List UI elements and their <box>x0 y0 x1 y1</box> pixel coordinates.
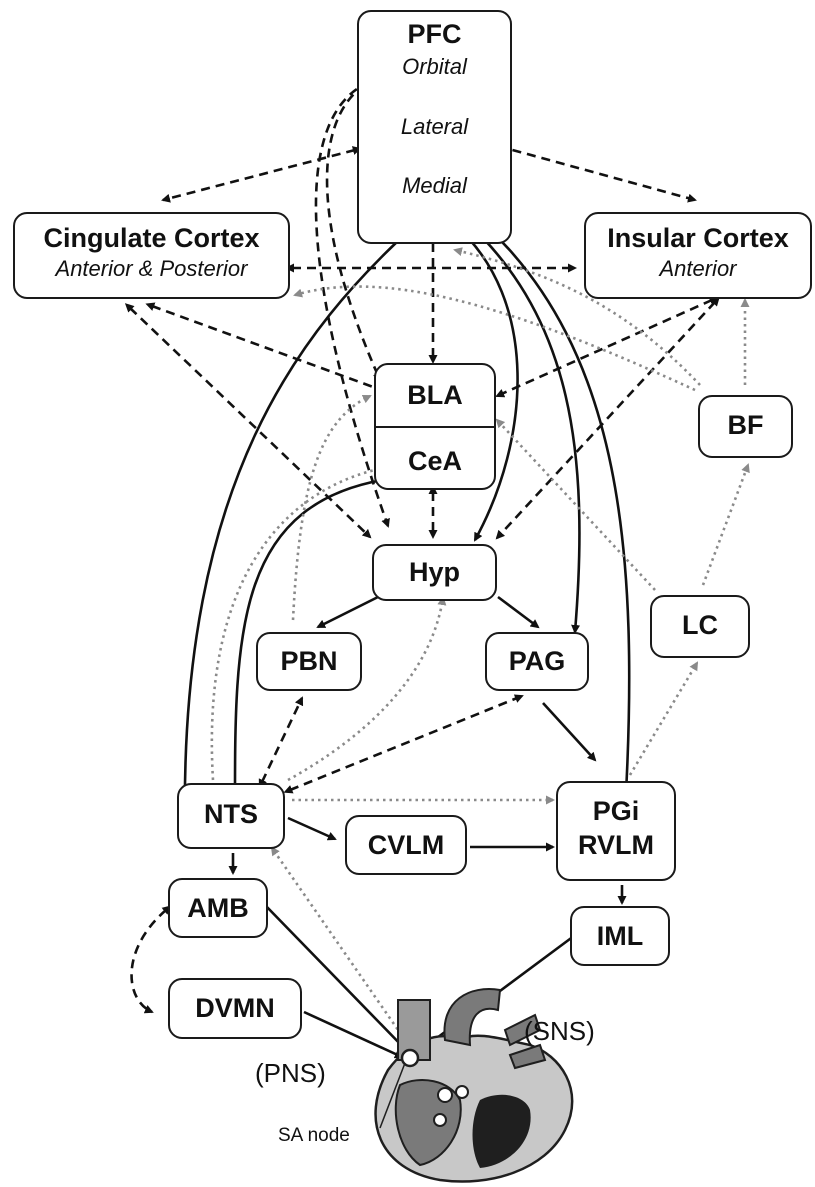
heart-left-ventricle <box>472 1094 531 1168</box>
hyp-box: Hyp <box>372 544 497 601</box>
link-nts-pbn <box>258 696 304 789</box>
link-cingulate-hyp <box>124 303 372 539</box>
insular-box: Insular Cortex Anterior <box>584 212 812 299</box>
iml-label: IML <box>596 921 644 951</box>
dashed-connections <box>124 73 720 1014</box>
link-cingulate-bla <box>145 302 397 397</box>
link-pag-pgi <box>542 702 597 762</box>
link-dvmn-sa <box>303 1010 404 1059</box>
lc-label: LC <box>682 610 718 640</box>
hyp-label: Hyp <box>408 557 460 587</box>
cvlm-label: CVLM <box>367 830 445 860</box>
link-amb-sa <box>264 904 408 1052</box>
iml-box: IML <box>570 906 670 966</box>
cingulate-title: Cingulate Cortex <box>43 223 260 253</box>
heart-valve-2 <box>455 1085 469 1099</box>
link-pfc-nts <box>180 224 416 827</box>
heart-valve-3 <box>433 1113 447 1127</box>
heart-illustration <box>374 988 574 1183</box>
insular-title: Insular Cortex <box>607 223 789 253</box>
amb-box: AMB <box>168 878 268 938</box>
bf-label: BF <box>727 410 764 440</box>
link-nts-hyp <box>287 596 447 782</box>
link-lc-bf <box>701 463 750 586</box>
link-pgi-lc <box>628 661 699 776</box>
link-insular-bla <box>495 296 719 398</box>
pag-box: PAG <box>485 632 589 691</box>
rvlm-label: RVLM <box>577 830 654 861</box>
amygdala-box: BLA CeA <box>374 363 496 490</box>
link-amb-dvmn <box>130 905 172 1014</box>
pbn-label: PBN <box>280 646 338 676</box>
link-lc-bla <box>495 418 656 591</box>
cingulate-subtitle: Anterior & Posterior <box>55 256 248 282</box>
cingulate-box: Cingulate Cortex Anterior & Posterior <box>13 212 290 299</box>
link-insular-hyp <box>495 296 720 540</box>
link-hyp-pag <box>497 595 540 629</box>
amygdala-divider <box>376 426 494 428</box>
link-pfc-orbital-loop-2 <box>314 78 390 528</box>
sns-label: (SNS) <box>524 1016 595 1046</box>
link-nts-cvlm <box>287 816 337 841</box>
cea-label: CeA <box>407 446 462 477</box>
link-pbn-bla <box>291 394 372 621</box>
bf-box: BF <box>698 395 793 458</box>
link-pfc-cingulate <box>161 146 362 203</box>
pns-label: (PNS) <box>255 1058 326 1088</box>
nts-label: NTS <box>204 799 258 829</box>
nts-box: NTS <box>177 783 285 849</box>
link-hyp-pbn <box>316 595 379 629</box>
sa-node-pointer <box>379 1062 406 1129</box>
dvmn-box: DVMN <box>168 978 302 1039</box>
pfc-medial: Medial <box>402 173 467 199</box>
pfc-box: PFC Orbital Lateral Medial <box>357 10 512 244</box>
cvlm-box: CVLM <box>345 815 467 875</box>
pag-label: PAG <box>508 646 566 676</box>
heart-aorta <box>443 988 502 1047</box>
pgi-rvlm-box: PGi RVLM <box>556 781 676 881</box>
bla-label: BLA <box>407 380 463 410</box>
pfc-title: PFC <box>407 19 462 49</box>
heart-vena-cava <box>397 999 431 1061</box>
dvmn-label: DVMN <box>195 993 275 1023</box>
insular-subtitle: Anterior <box>659 256 737 282</box>
dotted-connections <box>210 247 750 1041</box>
link-nts-pag <box>283 694 524 794</box>
pfc-lateral: Lateral <box>400 114 469 140</box>
link-pfc-insular <box>491 142 697 203</box>
link-pfc-orbital-loop <box>325 74 385 382</box>
sa-node-label: SA node <box>278 1125 350 1146</box>
heart-valve-1 <box>437 1087 453 1103</box>
heart-pulmonary-veins <box>503 1013 547 1070</box>
amb-label: AMB <box>187 893 249 923</box>
pbn-box: PBN <box>256 632 362 691</box>
lc-box: LC <box>650 595 750 658</box>
sa-node-marker <box>400 1048 420 1068</box>
pgi-label: PGi <box>592 796 640 826</box>
pfc-orbital: Orbital <box>402 54 467 80</box>
